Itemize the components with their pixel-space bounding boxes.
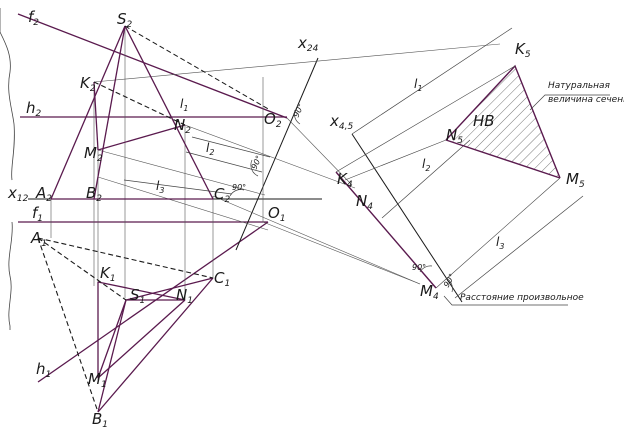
true-size-note-1: Натуральная bbox=[548, 81, 611, 91]
label-K2: K2 bbox=[80, 74, 96, 94]
label-A1: A1 bbox=[30, 229, 47, 249]
distance-labels: l1 l2 l3 l1 l2 l3 bbox=[156, 77, 504, 251]
dimension-lines bbox=[123, 27, 584, 299]
label-M5: M5 bbox=[566, 170, 585, 190]
label-x12: x12 bbox=[7, 184, 29, 204]
label-l2-frontal: l2 bbox=[206, 141, 214, 157]
label-l1-frontal: l1 bbox=[180, 97, 188, 113]
label-N1: N1 bbox=[176, 286, 193, 306]
horizontal-hidden-edges bbox=[37, 237, 214, 413]
label-l3-frontal: l3 bbox=[156, 179, 164, 195]
sheet-cut-line-top bbox=[0, 8, 15, 181]
true-size-base bbox=[445, 139, 561, 179]
label-l1-true: l1 bbox=[414, 77, 422, 93]
label-x24: x24 bbox=[297, 34, 319, 54]
label-B2: B2 bbox=[86, 184, 102, 204]
section-edge-view bbox=[335, 171, 437, 289]
hidden-edge-frontal-2 bbox=[124, 25, 271, 111]
angle-90-c: 90° bbox=[232, 183, 246, 192]
label-M2: M2 bbox=[84, 144, 103, 164]
trace-labels: f2 h2 f1 h1 bbox=[26, 8, 51, 380]
label-f1: f1 bbox=[32, 204, 43, 224]
label-N2: N2 bbox=[174, 116, 191, 136]
true-size-connector-M bbox=[435, 177, 561, 289]
angle-90-b: 90° bbox=[250, 154, 264, 171]
sheet-cut-line-bottom bbox=[8, 221, 13, 330]
label-O1: O1 bbox=[268, 204, 286, 224]
label-N5: N5 bbox=[446, 126, 463, 146]
point-labels: S2 K2 M2 N2 O2 A2 B2 C2 O1 A1 K1 S1 N1 C… bbox=[30, 10, 585, 430]
true-size-mark: НВ bbox=[473, 112, 495, 130]
axis-x45 bbox=[351, 133, 463, 303]
label-M1: M1 bbox=[88, 370, 107, 390]
arbitrary-distance-note: Расстояние произвольное bbox=[460, 293, 584, 303]
trace-h1 bbox=[37, 221, 269, 383]
projection-lines bbox=[50, 26, 501, 380]
angle-90-d: 90° bbox=[412, 263, 426, 272]
label-K1: K1 bbox=[100, 264, 116, 284]
angle-90-a: 90° bbox=[292, 102, 306, 119]
axis-labels: x12 x24 x4,5 bbox=[7, 34, 353, 204]
true-size-note-2: величина сечения bbox=[548, 95, 624, 105]
hidden-edge-frontal bbox=[93, 81, 186, 126]
label-h2: h2 bbox=[26, 99, 42, 119]
label-h1: h1 bbox=[36, 360, 51, 380]
true-size-connector-N bbox=[344, 139, 447, 181]
label-K5: K5 bbox=[515, 40, 531, 60]
label-x45: x4,5 bbox=[329, 112, 353, 132]
true-size-section bbox=[446, 66, 560, 178]
label-N4: N4 bbox=[356, 192, 373, 212]
axis-x24 bbox=[235, 57, 319, 251]
trace-f2 bbox=[17, 13, 288, 119]
label-A2: A2 bbox=[35, 184, 52, 204]
label-B1: B1 bbox=[92, 410, 108, 430]
label-O2: O2 bbox=[264, 110, 282, 130]
label-K4: K4 bbox=[337, 170, 353, 190]
label-C2: C2 bbox=[214, 185, 230, 205]
label-l2-true: l2 bbox=[422, 157, 430, 173]
arbitrary-distance-leader bbox=[443, 295, 568, 306]
horizontal-projection bbox=[97, 277, 214, 413]
true-size-connector-K bbox=[335, 65, 516, 173]
label-S2: S2 bbox=[117, 10, 133, 30]
label-C1: C1 bbox=[214, 269, 230, 289]
frontal-projection bbox=[50, 25, 214, 200]
label-l3-true: l3 bbox=[496, 235, 504, 251]
right-angle-marks bbox=[229, 109, 453, 293]
label-S1: S1 bbox=[130, 286, 145, 306]
true-size-leader bbox=[529, 94, 610, 111]
label-M4: M4 bbox=[420, 282, 439, 302]
label-f2: f2 bbox=[28, 8, 39, 28]
